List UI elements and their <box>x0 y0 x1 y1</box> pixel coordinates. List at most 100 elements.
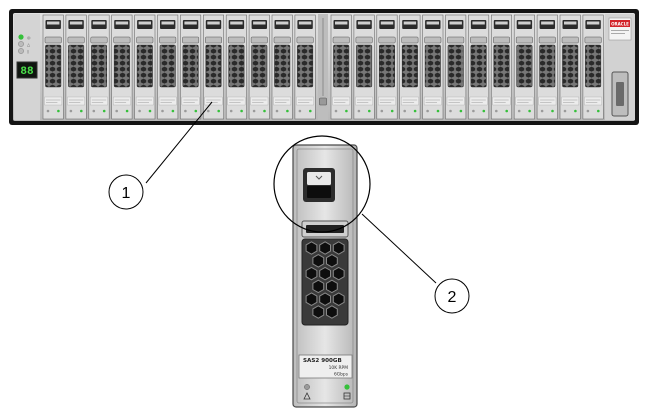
callout-1: 1 <box>108 101 213 210</box>
vent-hex <box>312 279 325 294</box>
bay-label <box>423 96 442 106</box>
bay-ok-led <box>345 109 348 113</box>
bay-label <box>90 96 108 106</box>
callout-2: 2 <box>273 135 470 314</box>
vent-hex-grid <box>305 241 345 319</box>
bay-ok-led <box>80 109 83 113</box>
bay-ok-led <box>102 109 106 113</box>
bay-activity-led <box>517 109 521 113</box>
bay-label <box>332 96 351 106</box>
bay-activity-led <box>403 109 407 113</box>
vent-hex <box>305 241 318 255</box>
bay-ok-led <box>413 109 417 113</box>
bay-vent <box>378 44 395 88</box>
vent-hex <box>312 305 325 319</box>
bay-vent <box>136 44 153 88</box>
disk-enclosure-front: ◎ △ ◊ 88 ORACLE <box>9 9 639 125</box>
bay-activity-led <box>563 109 567 113</box>
bay-ok-led <box>194 109 198 113</box>
vent-hex <box>319 292 331 306</box>
drive-bay <box>180 14 202 120</box>
power-led <box>18 34 24 40</box>
vent-hex <box>326 305 338 319</box>
bay-activity-led <box>92 109 96 113</box>
drive-bay <box>157 14 179 120</box>
id-display-readout: 88 <box>20 66 34 78</box>
drive-bay <box>65 14 87 120</box>
bay-activity-led <box>69 109 73 113</box>
bay-vent <box>516 44 533 88</box>
vent-hex <box>319 266 331 281</box>
bay-ok-led <box>505 109 509 113</box>
bay-vent <box>539 44 556 88</box>
bay-ok-led <box>459 109 463 113</box>
bay-vent <box>91 44 108 88</box>
bay-activity-led <box>540 109 544 113</box>
svg-text:◎: ◎ <box>27 35 31 40</box>
bay-activity-led <box>252 109 256 113</box>
bay-ok-led <box>551 109 554 113</box>
drive-bay <box>468 14 490 120</box>
bay-vent <box>424 44 441 88</box>
vent-hex <box>305 266 318 281</box>
bay-vent <box>228 44 245 88</box>
bay-activity-led <box>426 109 429 113</box>
drive-bay <box>582 14 604 120</box>
bay-activity-led <box>298 109 302 113</box>
vent-hex <box>332 266 345 281</box>
drive-bay <box>330 14 352 120</box>
bay-vent <box>470 44 487 88</box>
bay-activity-led <box>207 109 210 113</box>
bay-label <box>492 96 511 106</box>
right-ear: ORACLE <box>605 14 635 120</box>
bay-activity-led <box>161 109 164 113</box>
drive-bay <box>294 14 316 120</box>
drive-label <box>298 354 353 379</box>
bay-activity-led <box>334 109 338 113</box>
drive-bay <box>445 14 467 120</box>
brand-badge-text: ORACLE <box>611 22 629 27</box>
bay-activity-led <box>115 109 118 113</box>
bay-label <box>378 96 396 106</box>
bay-activity-led <box>357 109 361 113</box>
bay-label <box>135 96 154 106</box>
callout-1-leader <box>145 101 213 184</box>
bay-vent <box>182 44 199 88</box>
drive-bay <box>399 14 421 120</box>
left-ear: ◎ △ ◊ 88 <box>14 14 40 120</box>
vent-hex <box>319 241 331 255</box>
drive-bay <box>203 14 225 120</box>
callout-2-circle <box>434 278 470 314</box>
bay-label <box>113 96 131 106</box>
bay-label <box>355 96 373 106</box>
bay-vent <box>251 44 268 88</box>
bay-vent <box>159 44 176 88</box>
drive-activity-led <box>304 384 310 390</box>
drive-label-line-2: 10K RPM <box>329 365 349 371</box>
bay-ok-led <box>482 109 486 113</box>
bay-vent <box>113 44 130 88</box>
bay-activity-led <box>46 109 50 113</box>
callout-1-label: 1 <box>122 185 131 202</box>
bay-vent <box>45 44 62 88</box>
release-arrow-icon <box>315 175 323 180</box>
bay-vent <box>297 44 314 88</box>
vent-hex <box>305 292 318 306</box>
bay-ok-led <box>171 109 175 113</box>
bay-activity-led <box>586 109 590 113</box>
bay-label <box>584 96 602 106</box>
vent-hex <box>332 292 345 306</box>
bay-label <box>227 96 246 106</box>
bay-ok-led <box>528 109 531 113</box>
bay-ok-led <box>436 109 440 113</box>
bay-label <box>296 96 314 106</box>
bay-ok-led <box>57 109 60 113</box>
center-divider <box>318 14 328 120</box>
bay-label <box>561 96 580 106</box>
drive-bay <box>513 14 535 120</box>
bay-label <box>273 96 292 106</box>
callout-1-circle <box>108 174 144 210</box>
id-display <box>16 61 38 79</box>
bay-vent <box>401 44 418 88</box>
bay-ok-led <box>368 109 371 113</box>
